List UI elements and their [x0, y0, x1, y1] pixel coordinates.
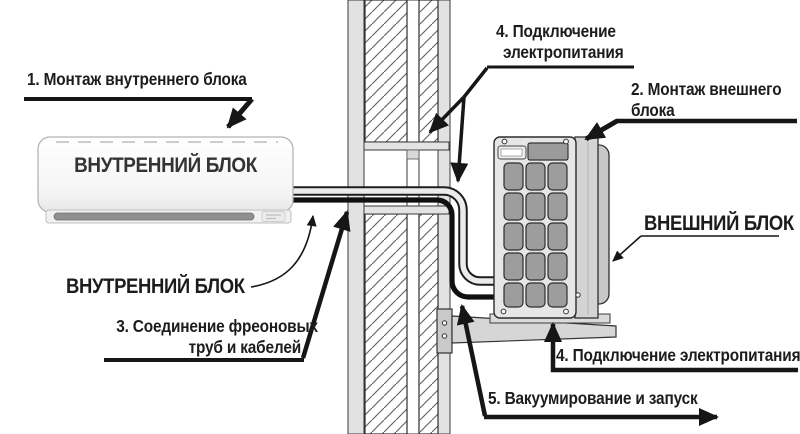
pipe-insulated-core — [289, 188, 499, 284]
wall-right-band — [437, 0, 451, 434]
refrigerant-pipes — [289, 186, 499, 300]
bracket-screw — [441, 333, 448, 339]
grille-cell — [503, 282, 524, 308]
grille-cell — [525, 192, 546, 221]
grille-cell — [525, 222, 546, 251]
wall-hole-stub — [406, 149, 420, 160]
step3-arrow — [300, 210, 351, 359]
outdoor-vent-slot — [527, 142, 569, 161]
grille-cell — [503, 222, 524, 251]
step1-arrow — [226, 97, 254, 129]
step3-line1: 3. Соединение фреоновых — [116, 316, 318, 336]
step4-bottom-arrow — [544, 322, 798, 373]
wall-middle-gap — [406, 0, 420, 434]
step3-label: 3. Соединение фреоновых труб и кабелей — [116, 316, 318, 358]
wall-hatch-lower-right — [418, 213, 439, 434]
outdoor-brand-plate-inner — [500, 148, 523, 157]
grille-cell — [525, 282, 546, 308]
step3-line2: труб и кабелей — [188, 337, 302, 357]
wall-hole-top-sill — [363, 141, 450, 151]
grille-cell — [547, 192, 568, 221]
annotations — [24, 65, 798, 426]
screw — [575, 292, 581, 298]
step1-label: 1. Монтаж внутреннего блока — [27, 69, 247, 89]
grille-cell — [503, 192, 524, 221]
wall-hatch-upper-left — [364, 0, 408, 143]
step4-top-line1: 4. Подключение — [496, 21, 616, 41]
grille-cell — [525, 162, 546, 191]
indoor-callout-pointer — [250, 214, 317, 288]
outdoor-unit — [489, 136, 611, 324]
outdoor-grille — [503, 162, 568, 308]
grille-cell — [547, 162, 568, 191]
step2-arrow — [584, 118, 619, 142]
indoor-unit-callout: ВНУТРЕННИЙ БЛОК — [66, 275, 245, 298]
step4-top-arrow-wall — [428, 95, 466, 134]
screw — [501, 138, 508, 145]
wall-hatch-upper-right — [418, 0, 439, 143]
step2-line1: 2. Монтаж внешнего — [631, 79, 782, 99]
wall — [347, 0, 451, 434]
grille-cell — [547, 222, 568, 251]
grille-cell — [525, 252, 546, 281]
pipe-cable — [289, 197, 499, 300]
bracket-screw — [441, 320, 448, 326]
grille-cell — [503, 162, 524, 191]
step5-pipe-arrow — [456, 304, 488, 417]
step4-top-stem — [462, 66, 489, 99]
indoor-unit-outlet-slot — [53, 212, 255, 221]
screw — [563, 138, 569, 145]
indoor-brand-plate — [261, 211, 286, 222]
step5-label: 5. Вакуумирование и запуск — [488, 388, 698, 408]
step4-top-arrow-cable — [450, 96, 469, 183]
step2-label: 2. Монтаж внешнего блока — [631, 79, 782, 121]
outdoor-callout-pointer — [612, 235, 642, 262]
grille-cell — [547, 282, 568, 308]
indoor-unit-label: ВНУТРЕННИЙ БЛОК — [74, 154, 257, 177]
screw — [563, 308, 569, 315]
grille-cell — [547, 252, 568, 281]
wall-hatch-lower-left — [364, 213, 408, 434]
indoor-unit — [37, 136, 294, 224]
outdoor-unit-callout: ВНЕШНИЙ БЛОК — [644, 212, 794, 235]
step4-bottom-label: 4. Подключение электропитания — [556, 345, 800, 365]
wall-left-band — [347, 0, 365, 434]
step4-top-label: 4. Подключение электропитания — [496, 21, 624, 63]
step2-line2: блока — [631, 100, 675, 120]
screw — [500, 308, 507, 315]
outdoor-unit-side — [574, 136, 599, 319]
grille-cell — [503, 252, 524, 281]
bracket-wall-plate — [436, 308, 453, 354]
step4-top-line2: электропитания — [503, 42, 624, 62]
wall-hole-bottom-sill — [363, 205, 450, 215]
